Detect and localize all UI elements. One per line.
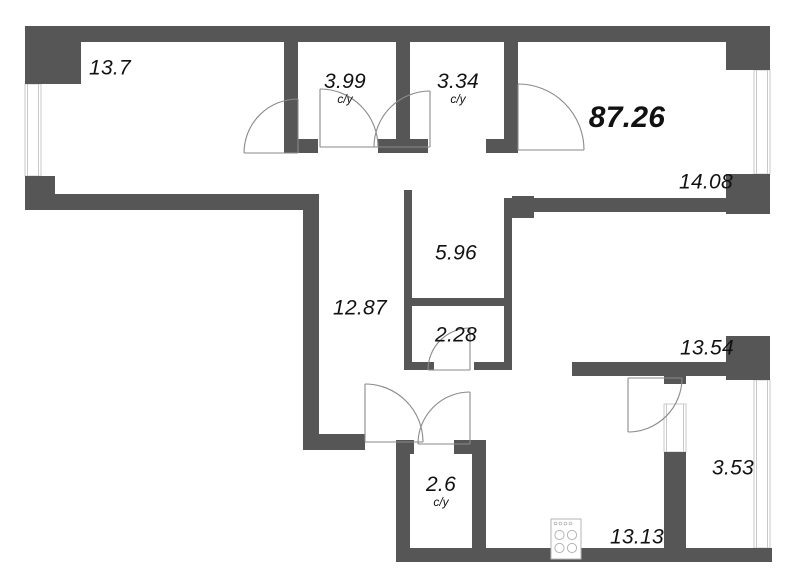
wall-segment: [284, 34, 298, 149]
wall-segment: [303, 434, 365, 450]
room-area-value: 2.6: [425, 473, 457, 496]
wall-segment: [472, 440, 486, 562]
stove-cooktop-icon: [550, 518, 582, 560]
wall-segment: [396, 440, 410, 562]
room-label-closet: 5.96: [435, 243, 477, 264]
room-label-total: 87.26: [589, 103, 666, 133]
room-area-value: 12.87: [332, 296, 388, 320]
room-label-bedroom-1: 14.08: [679, 172, 733, 193]
wall-group-structural: [25, 26, 772, 562]
room-label-storage: 2.28: [435, 325, 477, 346]
door-swing-arc-door-balcony: [627, 377, 683, 433]
wall-segment: [25, 194, 310, 210]
room-area-value: 2.28: [434, 323, 478, 347]
door-swing-arc-door-living: [243, 98, 299, 154]
wall-segment: [396, 548, 686, 562]
wall-segment: [504, 34, 518, 149]
wall-segment: [396, 440, 414, 454]
room-area-value: 87.26: [588, 101, 666, 134]
wall-segment: [396, 34, 410, 149]
partition-segment: [474, 362, 512, 370]
fixture-group: [550, 518, 582, 560]
door-swing-arc-door-corridor: [364, 383, 424, 443]
wall-group-partition: [404, 190, 512, 370]
door-swing-arc-door-bath2: [373, 90, 431, 148]
wall-segment: [726, 174, 770, 214]
door-swing-arc-door-bath1: [319, 88, 379, 148]
room-area-value: 13.7: [88, 56, 132, 80]
wall-segment: [486, 139, 518, 153]
door-swing-arc-door-bath3: [417, 391, 471, 445]
wall-segment: [378, 139, 428, 153]
room-area-value: 13.54: [679, 336, 735, 360]
wall-segment: [664, 548, 772, 562]
room-area-value: 3.99: [323, 70, 367, 93]
room-area-value: 14.08: [678, 170, 734, 194]
wall-segment: [664, 452, 686, 562]
room-label-bedroom-2: 13.54: [680, 338, 734, 359]
door-swing-group: [243, 83, 683, 445]
wall-segment: [512, 198, 770, 212]
door-swing-arc-door-hall: [517, 83, 585, 151]
room-label-living: 13.7: [89, 58, 131, 79]
partition-segment: [504, 198, 512, 370]
wall-segment: [664, 362, 686, 384]
room-label-corridor: 12.87: [333, 298, 387, 319]
room-area-value: 3.34: [436, 70, 480, 93]
wall-segment: [65, 26, 81, 44]
partition-segment: [404, 298, 512, 306]
room-type-label: с/у: [433, 495, 449, 509]
partition-segment: [404, 190, 412, 370]
wall-segment: [284, 139, 318, 153]
room-label-balcony: 3.53: [712, 458, 754, 479]
wall-segment: [512, 196, 534, 218]
window-win-balcony: [663, 403, 687, 453]
wall-segment: [303, 194, 319, 442]
room-type-label: с/у: [450, 92, 466, 106]
room-area-value: 3.53: [711, 456, 755, 480]
room-label-kitchen: 13.13: [610, 527, 664, 548]
room-area-value: 5.96: [434, 241, 478, 265]
door-swing-arc-door-closet: [427, 327, 471, 371]
wall-segment: [754, 26, 770, 70]
partition-segment: [404, 362, 434, 370]
room-area-value: 13.13: [609, 525, 665, 549]
room-type-label: с/у: [337, 92, 353, 106]
